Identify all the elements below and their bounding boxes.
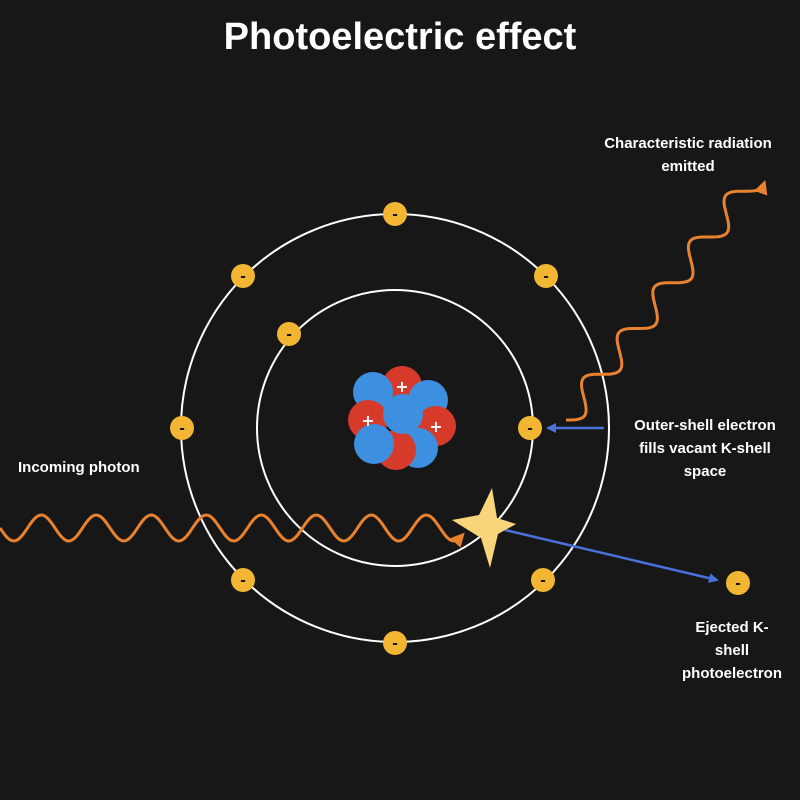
electron: - bbox=[383, 202, 407, 226]
neutron bbox=[354, 424, 394, 464]
ejected-photoelectron-label: Ejected K- shell photoelectron bbox=[682, 619, 782, 682]
electron: - bbox=[231, 264, 255, 288]
electrons: - - - - - - - bbox=[170, 202, 750, 655]
svg-text:-: - bbox=[527, 421, 533, 437]
neutron bbox=[383, 394, 423, 434]
electron: - bbox=[277, 322, 301, 346]
electron: - bbox=[531, 568, 555, 592]
characteristic-radiation-wave bbox=[566, 180, 768, 422]
electron: - bbox=[170, 416, 194, 440]
svg-text:-: - bbox=[286, 327, 292, 343]
ejected-electron: - bbox=[726, 571, 750, 595]
characteristic-radiation-label: Characteristic radiation emitted bbox=[604, 135, 772, 175]
interaction-flash-icon bbox=[452, 488, 516, 568]
diagram-title: Photoelectric effect bbox=[223, 16, 577, 58]
incoming-photon-wave bbox=[0, 513, 465, 548]
electron: - bbox=[383, 631, 407, 655]
incoming-photon-label: Incoming photon bbox=[18, 459, 140, 476]
svg-text:-: - bbox=[240, 573, 246, 589]
svg-text:-: - bbox=[392, 207, 398, 223]
proton-sign: + bbox=[395, 377, 408, 396]
ejected-electron-path bbox=[504, 528, 719, 584]
electron: - bbox=[534, 264, 558, 288]
electron: - bbox=[231, 568, 255, 592]
svg-text:-: - bbox=[543, 269, 549, 285]
proton-sign: + bbox=[429, 417, 442, 436]
svg-text:-: - bbox=[179, 421, 185, 437]
proton-sign: + bbox=[361, 411, 374, 430]
electron: - bbox=[518, 416, 542, 440]
nucleus: + + + bbox=[348, 366, 456, 470]
svg-text:-: - bbox=[540, 573, 546, 589]
svg-text:-: - bbox=[240, 269, 246, 285]
svg-text:-: - bbox=[392, 636, 398, 652]
electron-fill-label: Outer-shell electron fills vacant K-shel… bbox=[634, 417, 776, 480]
svg-text:-: - bbox=[735, 576, 741, 592]
